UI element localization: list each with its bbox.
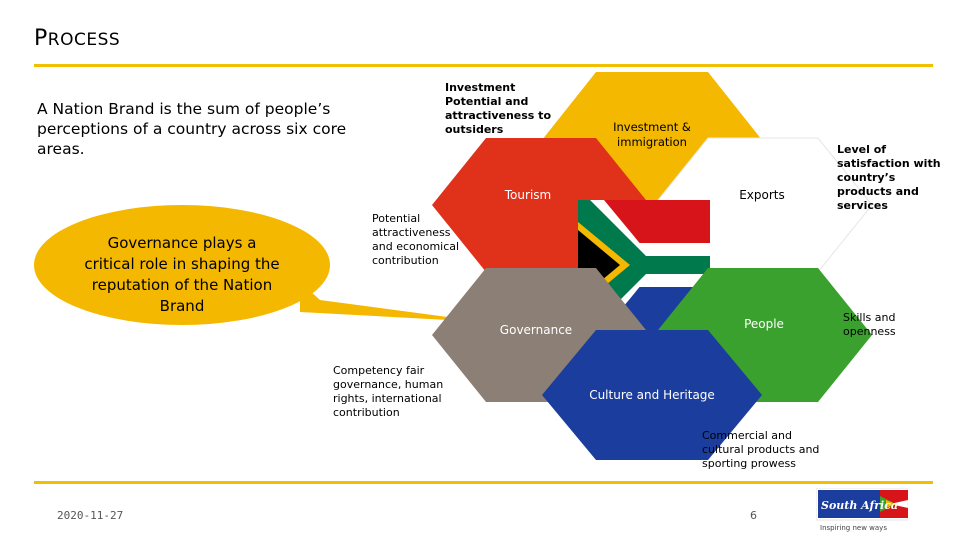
south-africa-logo-icon: South Africa Inspiring new ways <box>815 487 909 532</box>
slide-title-rest: ROCESS <box>47 30 121 50</box>
annotation-potential-attractiveness: Potential attractiveness and economical … <box>372 212 460 267</box>
brand-south-africa-logo: South Africa Inspiring new ways <box>815 487 909 534</box>
svg-text:Inspiring new ways: Inspiring new ways <box>820 524 887 532</box>
intro-text: A Nation Brand is the sum of people’s pe… <box>37 100 347 158</box>
slide-title: PROCESS <box>34 26 120 51</box>
annotation-investment-potential: Investment Potential and attractiveness … <box>445 81 551 136</box>
callout-bubble <box>34 205 485 325</box>
hex-culture-shape <box>542 330 762 460</box>
hex-exports-label: Exports <box>739 188 785 202</box>
footer-date: 2020-11-27 <box>57 509 124 522</box>
hex-tourism-label: Tourism <box>504 188 552 202</box>
annotation-competency: Competency fair governance, human rights… <box>333 364 444 419</box>
footer-rule <box>34 481 933 484</box>
callout-text: Governance plays a critical role in shap… <box>84 234 280 315</box>
page-number: 6 <box>750 509 757 522</box>
annotation-commercial-cultural: Commercial and cultural products and spo… <box>702 429 820 470</box>
hex-governance-label: Governance <box>499 323 573 337</box>
annotation-skills-openness: Skills and openness <box>843 311 896 338</box>
hex-culture-label: Culture and Heritage <box>589 388 715 402</box>
title-rule <box>34 64 933 67</box>
annotation-level-of-satisfaction: Level of satisfaction with country’s pro… <box>837 143 941 212</box>
hex-investment-label: Investment & immigration <box>613 120 691 149</box>
slide-title-first-letter: P <box>34 26 48 51</box>
hex-people-label: People <box>744 317 784 331</box>
svg-text:South Africa: South Africa <box>821 499 898 512</box>
